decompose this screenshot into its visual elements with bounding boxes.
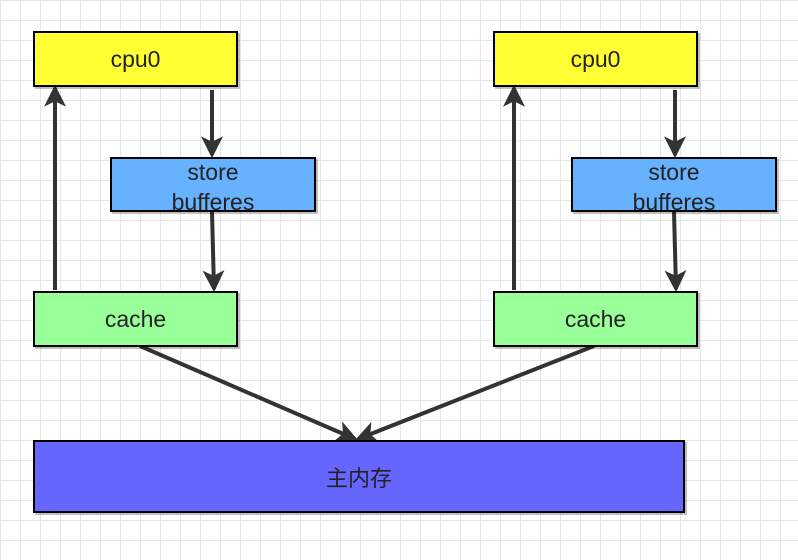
cpu-box-right: cpu0 <box>493 31 698 87</box>
arrow-left-cache-to-memory <box>139 344 359 442</box>
cache-label-right: cache <box>564 305 627 332</box>
cache-box-right: cache <box>493 291 698 347</box>
arrow-right-cache-to-memory <box>354 344 595 443</box>
store-buffer-label-right-line1: store <box>648 158 700 185</box>
cache-label-left: cache <box>104 305 167 332</box>
cpu-box-left: cpu0 <box>33 31 238 87</box>
arrow-left-buffer-to-cache <box>202 211 225 293</box>
cpu-label-right: cpu0 <box>570 45 621 72</box>
arrow-right-buffer-to-cache <box>664 211 687 293</box>
store-buffer-label-right-line2: bufferes <box>632 188 716 215</box>
store-buffer-box-right: store bufferes <box>571 157 777 215</box>
store-buffer-box-left: store bufferes <box>110 157 316 215</box>
main-memory-label: 主内存 <box>325 466 392 492</box>
main-memory-box: 主内存 <box>33 440 685 513</box>
cpu-label-left: cpu0 <box>110 45 161 72</box>
store-buffer-label-left-line1: store <box>187 158 239 185</box>
cache-box-left: cache <box>33 291 238 347</box>
store-buffer-label-left-line2: bufferes <box>171 188 255 215</box>
